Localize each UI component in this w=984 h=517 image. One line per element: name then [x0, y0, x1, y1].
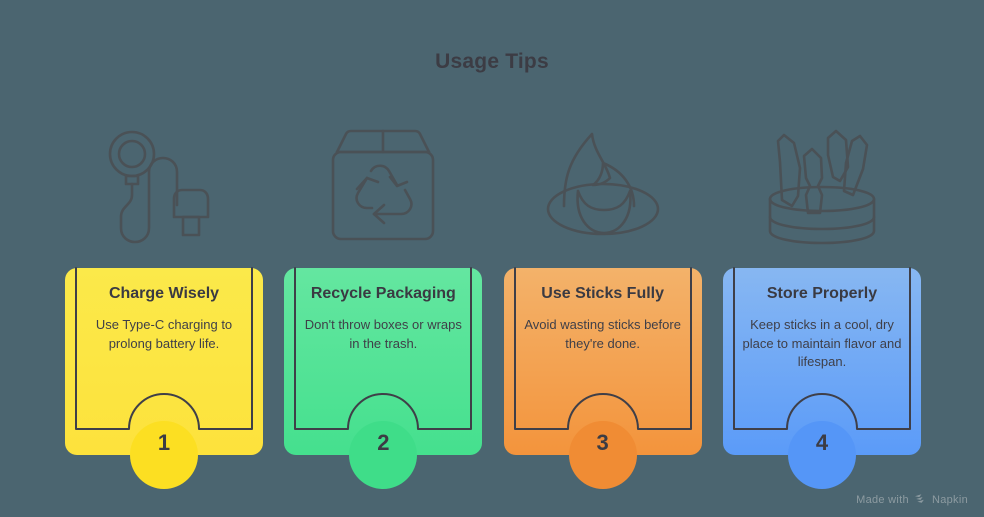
step-number-label: 2 [377, 430, 390, 455]
card-description: Keep sticks in a cool, dry place to main… [742, 316, 902, 370]
recycle-box-icon [284, 118, 482, 258]
tip-card[interactable]: 4 Store Properly Keep sticks in a cool, … [722, 267, 921, 489]
sticks-holder-icon [723, 118, 921, 258]
card-column-3: 3 Use Sticks Fully Avoid wasting sticks … [503, 118, 702, 489]
card-title: Use Sticks Fully [541, 285, 665, 302]
step-number-label: 1 [157, 430, 171, 455]
card-column-1: 1 Charge Wisely Use Type-C charging to p… [65, 118, 263, 489]
step-number-label: 4 [815, 430, 829, 455]
watermark-prefix-label: Made with [856, 493, 909, 506]
tip-card[interactable]: 1 Charge Wisely Use Type-C charging to p… [65, 267, 263, 489]
watermark: Made with Napkin [856, 493, 968, 506]
card-column-4: 4 Store Properly Keep sticks in a cool, … [722, 118, 921, 489]
charging-cable-icon [65, 118, 263, 258]
card-column-2: 2 Recycle Packaging Don't throw boxes or… [284, 118, 483, 489]
card-text-block: Use Sticks Fully Avoid wasting sticks be… [518, 282, 688, 353]
card-description: Use Type-C charging to prolong battery l… [95, 316, 233, 351]
step-number-badge: 3 [568, 421, 637, 489]
flame-icon [504, 118, 702, 258]
watermark-brand-label: Napkin [931, 493, 968, 506]
card-title: Recycle Packaging [310, 285, 456, 302]
tip-card[interactable]: 2 Recycle Packaging Don't throw boxes or… [284, 267, 483, 489]
card-description: Avoid wasting sticks before they're done… [524, 316, 681, 351]
cards-row: 1 Charge Wisely Use Type-C charging to p… [65, 118, 921, 489]
tip-card[interactable]: 3 Use Sticks Fully Avoid wasting sticks … [503, 267, 702, 489]
step-number-badge: 2 [349, 421, 418, 489]
napkin-logo-icon [914, 493, 927, 506]
card-title: Store Properly [766, 285, 878, 302]
step-number-label: 3 [596, 430, 609, 455]
card-text-block: Store Properly Keep sticks in a cool, dr… [737, 282, 907, 372]
card-text-block: Recycle Packaging Don't throw boxes or w… [298, 282, 468, 353]
card-text-block: Charge Wisely Use Type-C charging to pro… [79, 282, 249, 353]
page-title: Usage Tips [435, 50, 549, 73]
card-description: Don't throw boxes or wraps in the trash. [304, 316, 462, 351]
step-number-badge: 4 [787, 421, 856, 489]
card-title: Charge Wisely [108, 285, 220, 302]
step-number-badge: 1 [130, 421, 198, 489]
